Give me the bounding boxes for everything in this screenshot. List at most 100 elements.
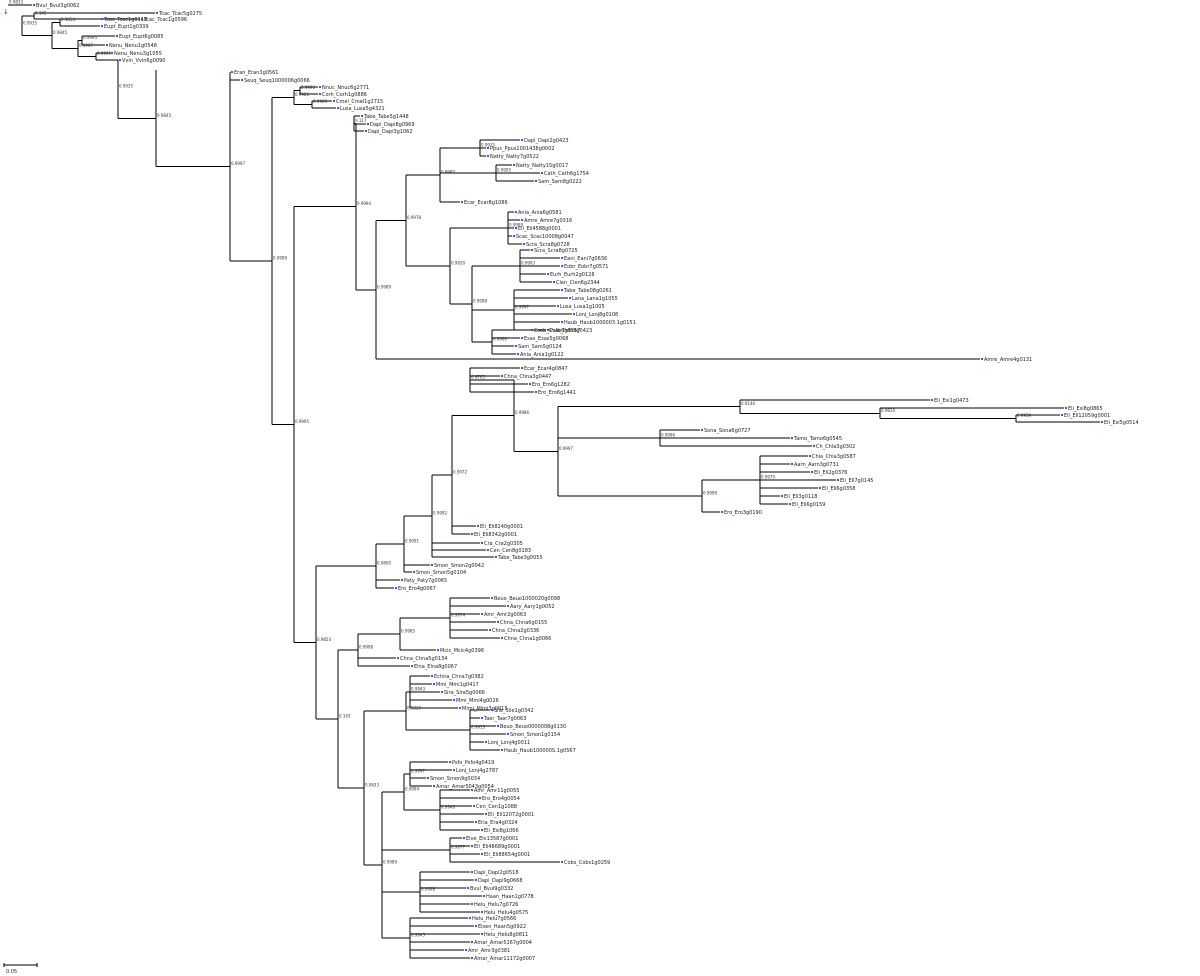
- support-value: 0.9978: [407, 215, 421, 220]
- tip-label: Helu_Helu7g0726: [474, 902, 518, 908]
- support-value: 0.9996: [661, 433, 675, 438]
- tip-marker: [485, 813, 487, 815]
- tip-marker: [33, 4, 35, 6]
- support-value: 0.9980: [441, 170, 455, 175]
- tip-marker: [467, 887, 469, 889]
- tip-marker: [491, 709, 493, 711]
- tip-marker: [413, 571, 415, 573]
- support-value: 0.9999: [273, 256, 287, 261]
- support-value: 0.9999: [97, 51, 111, 56]
- tip-marker: [395, 587, 397, 589]
- tip-label: Helu_Helu7g0566: [472, 916, 516, 922]
- tip-marker: [515, 345, 517, 347]
- tip-marker: [529, 383, 531, 385]
- root-marker-glyph: ↓: [3, 8, 9, 16]
- tip-marker: [487, 147, 489, 149]
- support-value: 0.9146: [741, 401, 755, 406]
- tip-label: Chna_Chna2g0336: [492, 628, 539, 634]
- tip-label: Eli_Eli7g0145: [840, 478, 873, 484]
- tree-branches: [8, 4, 1100, 959]
- tip-marker: [521, 219, 523, 221]
- tip-label: Tcac_Tcac1g0596: [143, 17, 187, 23]
- support-value: 0.9854: [317, 637, 331, 642]
- tip-marker: [781, 495, 783, 497]
- tip-marker: [487, 549, 489, 551]
- support-value: 0.9994: [405, 787, 419, 792]
- support-value: 0.9943: [411, 687, 425, 692]
- tip-label: Csab_Csab6g0557: [534, 328, 580, 334]
- tip-label: Aarn_Aarn3g0731: [794, 462, 839, 468]
- tip-marker: [433, 683, 435, 685]
- tip-label: Cobs_Cobs1g0259: [564, 860, 610, 866]
- tip-label: Smon_Smon9g0034: [430, 776, 480, 782]
- tip-label: Elve_Elv13587g0001: [466, 836, 518, 842]
- tip-label: Corh_Corh1g0886: [322, 92, 367, 98]
- tip-label: Ania_Ania1g0122: [520, 352, 564, 358]
- tip-label: Helu_Helu4g0575: [484, 910, 528, 916]
- tip-label: Natty_Natty15g0017: [516, 163, 568, 169]
- tip-marker: [101, 25, 103, 27]
- support-value: 0.9935: [23, 20, 37, 25]
- tip-marker: [813, 445, 815, 447]
- tip-marker: [547, 273, 549, 275]
- tip-marker: [535, 391, 537, 393]
- tip-label: Elsen_Haan5g0922: [478, 924, 526, 930]
- support-value: 0.9939: [1017, 413, 1031, 418]
- tip-marker: [471, 871, 473, 873]
- tip-label: Eli_Eli88654g0001: [484, 852, 530, 858]
- tip-label: Sile_Sile1g0342: [494, 708, 534, 714]
- tip-label: Paty_Paty7g0065: [404, 578, 447, 584]
- tip-label: Amre_Amre4g0131: [984, 357, 1032, 363]
- tip-label: Dapi_Dapi2g0423: [524, 138, 569, 144]
- tip-marker: [701, 429, 703, 431]
- tip-label: Chna_Chna3g0447: [504, 374, 551, 380]
- tip-label: Eli_Eli48689g0001: [474, 844, 520, 850]
- tip-label: Amar_Amar11172g0007: [474, 956, 535, 962]
- scale-bar: 0.05: [3, 963, 38, 975]
- tip-label: Eli_Esi5g0514: [1104, 420, 1139, 426]
- tip-marker: [116, 35, 118, 37]
- tip-label: Mimi_Mimi3g0015: [462, 706, 508, 712]
- support-value: 0.9997: [231, 161, 245, 166]
- tip-label: Eran_Eran3g0561: [234, 70, 278, 76]
- tip-label: Eupt_Eupt6g0085: [119, 34, 164, 40]
- tip-marker: [507, 733, 509, 735]
- tip-marker: [437, 649, 439, 651]
- tip-marker: [931, 399, 933, 401]
- support-value: 0.9994: [357, 201, 371, 206]
- tip-marker: [141, 18, 143, 20]
- support-value: 0.9991: [405, 538, 419, 543]
- tip-marker: [397, 657, 399, 659]
- tip-marker: [463, 837, 465, 839]
- tip-marker: [489, 629, 491, 631]
- tip-marker: [475, 879, 477, 881]
- tip-label: Chna_Chna6g0155: [500, 620, 547, 626]
- tip-label: Helu_Helu8g0811: [484, 932, 528, 938]
- support-value: 0.9997: [559, 446, 573, 451]
- tip-marker: [481, 829, 483, 831]
- tip-marker: [523, 243, 525, 245]
- tip-label: Dapi_Dapi2g0518: [474, 870, 519, 876]
- tip-label: Natty_Natty7g0522: [490, 154, 539, 160]
- tip-label: Bvul_Bvul3g0062: [36, 3, 79, 9]
- tip-marker: [521, 337, 523, 339]
- support-value: 0.9949: [441, 805, 455, 810]
- support-value: 0.9996: [301, 85, 315, 90]
- tip-marker: [471, 903, 473, 905]
- tip-label: Tcac_Tcac1g0118: [103, 17, 147, 23]
- support-value: 0.9999: [509, 223, 523, 228]
- tip-label: Cath_Cath6g1754: [544, 171, 589, 177]
- tip-label: Eani_Eani7g0636: [564, 256, 607, 262]
- tip-marker: [517, 353, 519, 355]
- support-value: 0.117: [355, 118, 367, 123]
- support-values: 0.98330.1430.98540.99950.99990.99970.984…: [9, 0, 1031, 938]
- tip-label: Lusa_Lusa1g1005: [560, 304, 605, 310]
- tip-marker: [561, 321, 563, 323]
- tip-label: Scra_Scra8g0725: [534, 248, 578, 254]
- tip-marker: [497, 621, 499, 623]
- support-value: 0.9997: [79, 43, 93, 48]
- tip-marker: [535, 180, 537, 182]
- tip-marker: [441, 691, 443, 693]
- tip-label: Haan_Haan1g0778: [486, 894, 534, 900]
- tip-marker: [481, 717, 483, 719]
